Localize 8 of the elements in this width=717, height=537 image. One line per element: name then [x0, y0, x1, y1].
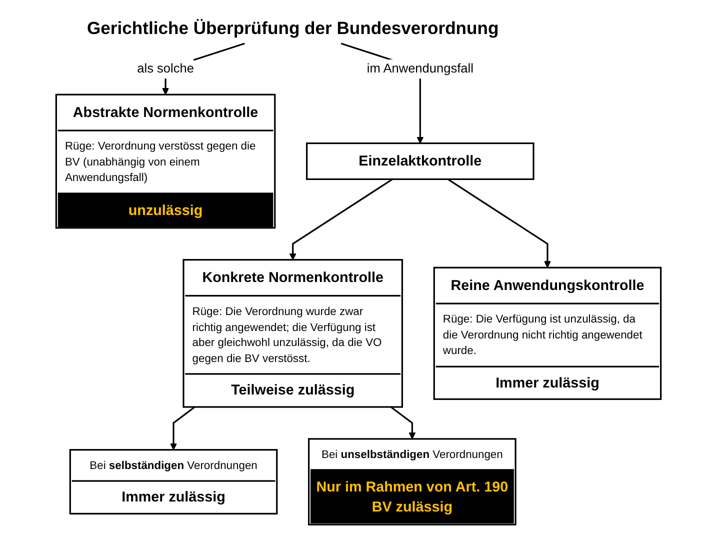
arrow [447, 178, 551, 268]
arrow [390, 406, 416, 440]
node-box: Einzelaktkontrolle [306, 142, 534, 180]
node-text: Gerichtliche Überprüfung der Bundesverordnung [86, 18, 499, 38]
edge-label: als solche [137, 62, 194, 76]
arrow [289, 178, 393, 260]
edge-label: im Anwendungsfall [366, 62, 474, 76]
arrow [170, 406, 196, 450]
